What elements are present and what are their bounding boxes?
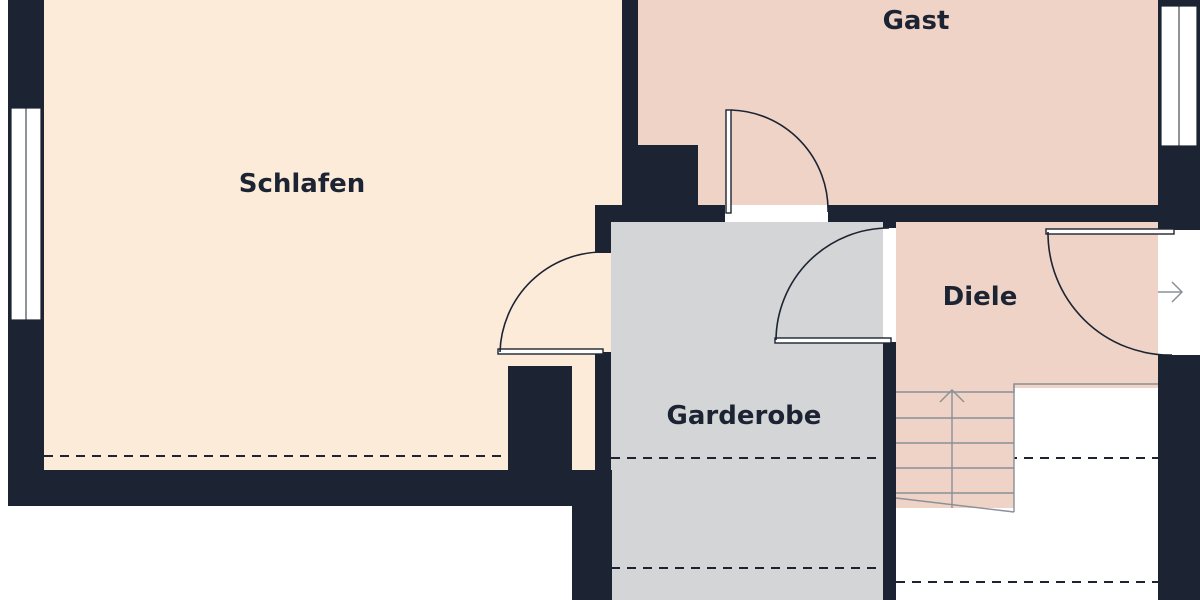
window-icon xyxy=(10,107,42,321)
door-swing-icon xyxy=(774,227,892,344)
room-label-garderobe: Garderobe xyxy=(667,401,822,431)
room-gast xyxy=(638,0,1158,205)
door-swing-icon xyxy=(725,109,829,214)
walls xyxy=(8,0,1200,600)
exit-arrow-icon xyxy=(1158,281,1184,303)
room-label-diele: Diele xyxy=(943,282,1018,312)
door-swing-icon xyxy=(1045,228,1175,356)
door-swing-icon xyxy=(497,251,604,355)
room-diele xyxy=(896,222,1158,388)
room-garderobe xyxy=(611,222,883,600)
room-label-gast: Gast xyxy=(883,6,950,36)
window-icon xyxy=(1160,5,1198,147)
room-label-schlafen: Schlafen xyxy=(239,169,366,199)
stair-arrow-icon xyxy=(939,389,965,403)
staircase xyxy=(895,383,1158,513)
